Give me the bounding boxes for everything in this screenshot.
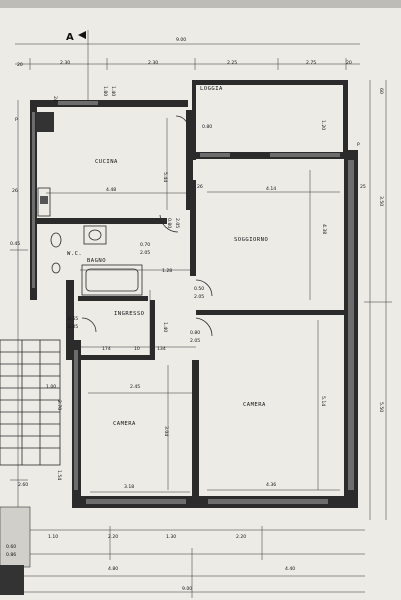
room-label-loggia: LOGGIA xyxy=(200,86,223,92)
room-label-camera-left: CAMERA xyxy=(113,421,136,427)
dim-kitchen-height: 5.44 xyxy=(162,172,168,182)
dim-living-height: 4.38 xyxy=(321,224,327,234)
section-arrow-icon xyxy=(78,31,86,39)
dim-camera-left-width: 2.45 xyxy=(130,384,140,390)
room-label-bagno: BAGNO xyxy=(87,258,106,264)
dim-right-550: 5.50 xyxy=(378,402,384,412)
dim-bath-086: 0.86 xyxy=(6,552,16,558)
room-label-cucina: CUCINA xyxy=(95,159,118,165)
dim-door-205c: 2.05 xyxy=(190,338,200,344)
dim-top-total: 9.00 xyxy=(176,37,186,43)
dim-window-120: 1.20 xyxy=(320,120,326,130)
dim-right-25: 25 xyxy=(360,184,366,190)
section-marker: A xyxy=(66,32,74,43)
dim-window-080: 0.80 xyxy=(202,124,212,130)
dim-door-205a: 2.05 xyxy=(140,250,150,256)
dim-bottom-318: 3.18 xyxy=(124,484,134,490)
dim-top-230a: 2.30 xyxy=(60,60,70,66)
dimension-labels: 9.00 20 2.30 2.30 2.25 2.75 20 4.48 5.44… xyxy=(6,37,384,592)
marker-p-left: P xyxy=(15,117,18,123)
dim-top-20-left: 20 xyxy=(17,62,23,68)
room-label-ingresso: INGRESSO xyxy=(114,311,145,317)
dim-kitchen-width: 4.48 xyxy=(106,187,116,193)
marker-p-right: P xyxy=(357,142,360,148)
dim-ingresso-134: 134 xyxy=(157,346,166,352)
dim-left-260: 2.60 xyxy=(18,482,28,488)
dim-door-070: 0.70 xyxy=(140,242,150,248)
scan-edge xyxy=(0,0,401,8)
fixtures xyxy=(0,112,143,595)
walls xyxy=(30,80,358,508)
dim-small-045: 0.45 xyxy=(10,241,20,247)
dim-bottom-480: 4.80 xyxy=(108,566,118,572)
stairwell xyxy=(0,339,61,466)
dim-living-width: 4.14 xyxy=(266,186,276,192)
dim-door-050: 0.50 xyxy=(194,286,204,292)
dim-ingresso-10: 10 xyxy=(134,346,140,352)
dim-bottom-110: 1.10 xyxy=(48,534,58,540)
dim-ingresso-174: 174 xyxy=(102,346,111,352)
dim-window-180: 1.80 xyxy=(102,86,108,96)
dim-bottom-220a: 2.20 xyxy=(108,534,118,540)
door-swings xyxy=(81,115,213,337)
dim-small-055: 0.55 xyxy=(68,316,78,322)
dim-bottom-220b: 2.20 xyxy=(236,534,246,540)
dimension-lines xyxy=(10,30,392,598)
dim-camera-right-height: 5.14 xyxy=(320,396,326,406)
dim-top-20-right: 20 xyxy=(346,60,352,66)
dim-door-080b: 0.80 xyxy=(166,218,172,228)
dim-left-154: 1.54 xyxy=(56,470,62,480)
dim-door-205d: 2.05 xyxy=(174,218,180,228)
dim-left-26: 26 xyxy=(12,188,18,194)
dim-window-140: 1.40 xyxy=(110,86,116,96)
dim-top-225: 2.25 xyxy=(227,60,237,66)
dim-door-205b: 2.05 xyxy=(194,294,204,300)
dim-bath-060: 0.60 xyxy=(6,544,16,550)
room-label-soggiorno: SOGGIORNO xyxy=(234,237,268,243)
dim-bottom-440: 4.40 xyxy=(285,566,295,572)
dim-small-205: 2.05 xyxy=(68,324,78,330)
dim-camera-left-height: 3.04 xyxy=(163,426,169,436)
dim-right-60: 60 xyxy=(378,88,384,94)
dim-left-270: 2.70 xyxy=(56,400,62,410)
room-label-wc: W.C. xyxy=(67,251,82,257)
dim-left-100: 1.00 xyxy=(46,384,56,390)
dim-bottom-130: 1.30 xyxy=(166,534,176,540)
dim-wall-24: 24 xyxy=(52,96,58,102)
room-label-camera-right: CAMERA xyxy=(243,402,266,408)
dim-top-230b: 2.30 xyxy=(148,60,158,66)
dim-door-080a: 0.80 xyxy=(190,330,200,336)
dim-right-350: 3.50 xyxy=(378,196,384,206)
dim-bagno-128: 1.28 xyxy=(162,268,172,274)
dim-wall-26: 26 xyxy=(197,184,203,190)
dim-ingresso-140: 1.40 xyxy=(162,322,168,332)
dim-bottom-total: 9.00 xyxy=(182,586,192,592)
dim-top-275: 2.75 xyxy=(306,60,316,66)
dim-bottom-436: 4.36 xyxy=(266,482,276,488)
